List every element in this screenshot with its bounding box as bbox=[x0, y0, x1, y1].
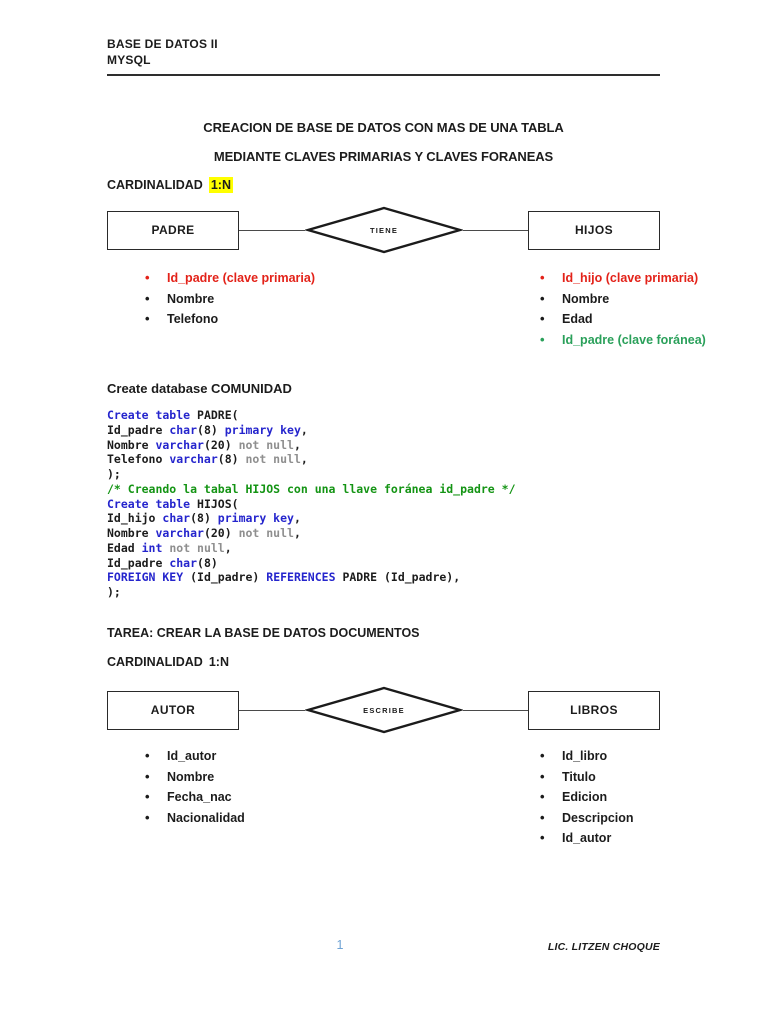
code-line: Create table HIJOS( bbox=[107, 496, 239, 511]
diamond-shape bbox=[304, 206, 463, 254]
bullet-icon: • bbox=[145, 809, 150, 825]
bullet-icon: • bbox=[540, 748, 545, 763]
attribute-item: • Edad bbox=[540, 309, 706, 330]
footer-page-number: 1 bbox=[336, 938, 344, 952]
attribute-item: • Nombre bbox=[145, 767, 245, 788]
bullet-icon: • bbox=[540, 331, 545, 347]
attribute-item: • Fecha_nac bbox=[145, 787, 245, 808]
relation-label: ESCRIBE bbox=[363, 706, 405, 715]
code-line: /* Creando la tabal HIJOS con una llave … bbox=[107, 481, 516, 496]
entity-box-autor: AUTOR bbox=[107, 690, 239, 730]
footer-author: LIC. LITZEN CHOQUE bbox=[547, 941, 660, 953]
attribute-text: Telefono bbox=[167, 312, 219, 326]
attribute-item: • Id_autor bbox=[540, 828, 634, 849]
sql-intro-line: Create database COMUNIDAD bbox=[107, 381, 292, 396]
code-line: FOREIGN KEY (Id_padre) REFERENCES PADRE … bbox=[107, 570, 461, 585]
libros-attribute-list: • Id_libro • Titulo • Edicion • Descripcion • Id_… bbox=[540, 746, 634, 849]
attribute-text: Nacionalidad bbox=[167, 810, 245, 825]
attribute-text: Edad bbox=[562, 312, 593, 326]
attribute-text: Edicion bbox=[562, 790, 608, 804]
attribute-item: • Id_padre (clave primaria) bbox=[145, 268, 315, 289]
connector-line bbox=[239, 229, 305, 231]
attribute-item: • Id_autor bbox=[145, 746, 245, 767]
code-line: Id_padre char(8) bbox=[107, 555, 218, 570]
attribute-item: • Nombre bbox=[145, 289, 315, 310]
code-line: Edad int not null, bbox=[107, 540, 232, 555]
document-header: BASE DE DATOS II MYSQL bbox=[107, 36, 660, 76]
entity-box-hijos: HIJOS bbox=[528, 210, 660, 250]
attribute-item: • Descripcion bbox=[540, 808, 634, 829]
attribute-text: Nombre bbox=[167, 769, 215, 784]
padre-attribute-list: • Id_padre (clave primaria) • Nombre • Telefo… bbox=[145, 268, 315, 330]
attribute-item: • Nacionalidad bbox=[145, 808, 245, 829]
er-diagram-autor-libros: AUTOR ESCRIBE LIBROS bbox=[107, 686, 660, 734]
header-subject: MYSQL bbox=[107, 53, 151, 67]
attribute-text: Id_autor bbox=[167, 749, 217, 763]
page-title: CREACION DE BASE DE DATOS CON MAS DE UNA… bbox=[203, 120, 564, 135]
bullet-icon: • bbox=[145, 748, 150, 763]
entity-box-padre: PADRE bbox=[107, 210, 239, 250]
attribute-item: • Id_libro bbox=[540, 746, 634, 767]
cardinality-line-2: CARDINALIDAD 1:N bbox=[107, 655, 229, 669]
cardinality-label: CARDINALIDAD bbox=[107, 655, 203, 669]
bullet-icon: • bbox=[145, 290, 150, 306]
code-line: ); bbox=[107, 467, 121, 481]
diamond-shape bbox=[304, 686, 463, 734]
code-line: Id_padre char(8) primary key, bbox=[107, 422, 308, 437]
code-line: Create table PADRE( bbox=[107, 408, 239, 422]
attribute-text: Nombre bbox=[167, 291, 215, 306]
cardinality-value: 1:N bbox=[208, 655, 229, 669]
relation-diamond-escribe: ESCRIBE bbox=[304, 686, 463, 734]
entity-box-libros: LIBROS bbox=[528, 690, 660, 730]
bullet-icon: • bbox=[540, 809, 545, 825]
sql-code-block: Create table PADRE(Id_padre char(8) prim… bbox=[107, 408, 516, 600]
cardinality-value-highlighted: 1:N bbox=[208, 177, 233, 193]
attribute-text: Titulo bbox=[562, 769, 596, 784]
bullet-icon: • bbox=[145, 311, 150, 326]
task-title: TAREA: CREAR LA BASE DE DATOS DOCUMENTOS bbox=[107, 626, 420, 640]
attribute-text: Descripcion bbox=[562, 810, 634, 825]
attribute-text: Id_padre (clave foránea) bbox=[562, 332, 706, 347]
er-diagram-padre-hijos: PADRE TIENE HIJOS bbox=[107, 206, 660, 254]
code-line: Nombre varchar(20) not null, bbox=[107, 437, 301, 452]
relation-label: TIENE bbox=[369, 226, 397, 235]
code-line: Id_hijo char(8) primary key, bbox=[107, 511, 301, 526]
attribute-text: Id_libro bbox=[562, 749, 608, 763]
bullet-icon: • bbox=[540, 290, 545, 306]
attribute-item: • Nombre bbox=[540, 289, 706, 310]
attribute-text: Fecha_nac bbox=[167, 790, 232, 804]
code-line: Nombre varchar(20) not null, bbox=[107, 526, 301, 540]
bullet-icon: • bbox=[540, 768, 545, 784]
attribute-text: Id_hijo (clave primaria) bbox=[562, 271, 699, 285]
page-subtitle: MEDIANTE CLAVES PRIMARIAS Y CLAVES FORAN… bbox=[213, 149, 554, 164]
connector-line bbox=[462, 229, 528, 231]
bullet-icon: • bbox=[540, 830, 545, 845]
header-course-title: BASE DE DATOS II bbox=[107, 37, 218, 51]
attribute-text: Nombre bbox=[562, 291, 610, 306]
attribute-item: • Edicion bbox=[540, 787, 634, 808]
attribute-item: • Id_hijo (clave primaria) bbox=[540, 268, 706, 289]
code-line: ); bbox=[107, 585, 121, 599]
code-line: Telefono varchar(8) not null, bbox=[107, 452, 308, 467]
cardinality-label: CARDINALIDAD bbox=[107, 178, 203, 192]
bullet-icon: • bbox=[145, 768, 150, 784]
connector-line bbox=[462, 709, 528, 711]
bullet-icon: • bbox=[540, 311, 545, 326]
connector-line bbox=[239, 709, 305, 711]
bullet-icon: • bbox=[145, 789, 150, 804]
attribute-item: • Id_padre (clave foránea) bbox=[540, 330, 706, 351]
attribute-text: Id_padre (clave primaria) bbox=[167, 271, 315, 285]
attribute-item: • Titulo bbox=[540, 767, 634, 788]
autor-attribute-list: • Id_autor • Nombre • Fecha_nac • Nacionalidad bbox=[145, 746, 245, 828]
bullet-icon: • bbox=[540, 270, 545, 285]
relation-diamond-tiene: TIENE bbox=[304, 206, 463, 254]
cardinality-line-1: CARDINALIDAD 1:N bbox=[107, 177, 233, 193]
attribute-item: • Telefono bbox=[145, 309, 315, 330]
hijos-attribute-list: • Id_hijo (clave primaria) • Nombre • Edad • Id… bbox=[540, 268, 706, 350]
attribute-text: Id_autor bbox=[562, 831, 612, 845]
bullet-icon: • bbox=[145, 270, 150, 285]
bullet-icon: • bbox=[540, 789, 545, 804]
